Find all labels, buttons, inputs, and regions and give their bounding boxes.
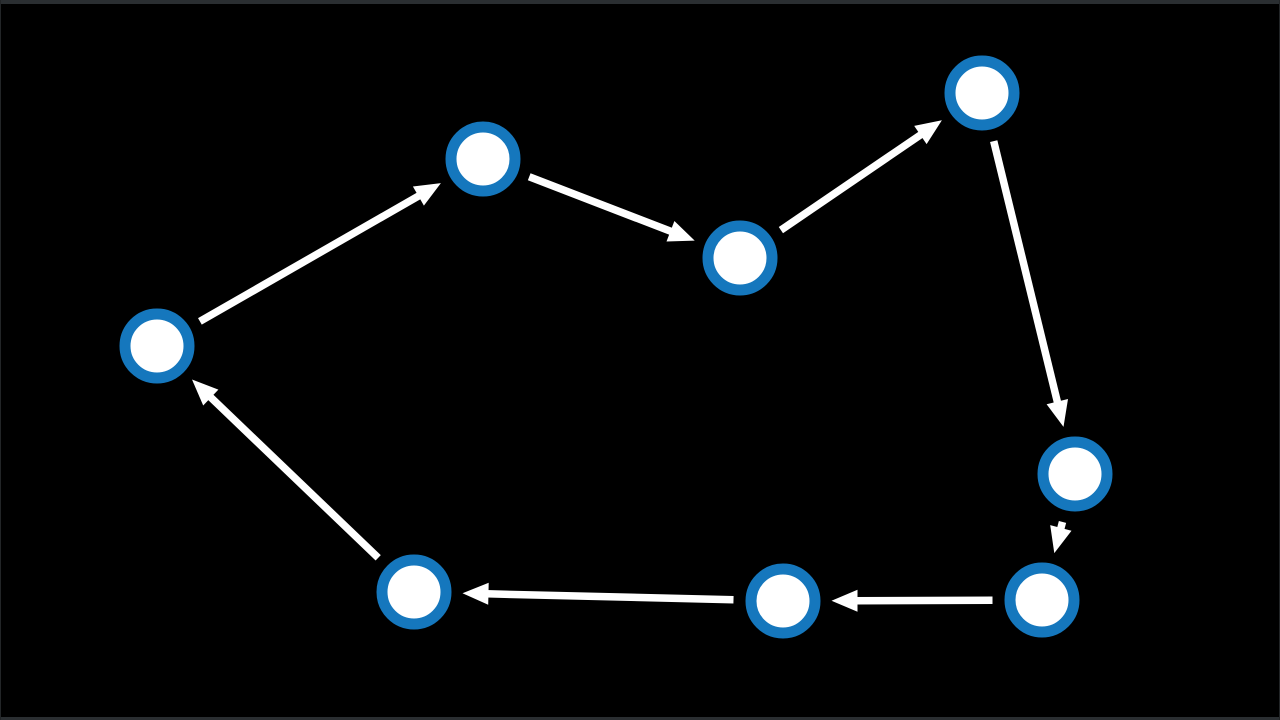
arrowhead-icon <box>412 183 441 206</box>
edge-node-1-to-node-2 <box>198 183 441 325</box>
graph-node-4 <box>944 55 1020 131</box>
graph-node-5 <box>1037 436 1113 512</box>
graph-node-2 <box>445 121 521 197</box>
graph-node-1 <box>119 308 195 384</box>
edge-node-4-to-node-5 <box>990 140 1068 427</box>
edge-shaft <box>778 130 925 234</box>
arrowhead-icon <box>462 582 489 605</box>
arrowhead-icon <box>914 120 942 145</box>
edge-shaft <box>855 596 993 605</box>
edge-node-3-to-node-4 <box>778 120 942 234</box>
edge-node-2-to-node-3 <box>527 173 695 242</box>
edge-shaft <box>486 590 734 604</box>
edge-shaft <box>198 191 422 325</box>
edge-node-7-to-node-8 <box>462 582 734 605</box>
arrowhead-icon <box>1046 399 1068 427</box>
arrowhead-icon <box>831 589 858 612</box>
graph-node-6 <box>1004 562 1080 638</box>
edge-shaft <box>206 393 381 561</box>
edge-node-6-to-node-7 <box>831 589 993 612</box>
graph-node-8 <box>376 554 452 630</box>
graph-node-7 <box>745 563 821 639</box>
arrowhead-icon <box>1050 525 1072 554</box>
arrowhead-icon <box>192 379 219 406</box>
letterbox-top <box>0 0 1280 4</box>
edge-shaft <box>527 173 674 236</box>
edge-strip-left <box>0 0 1 720</box>
edge-shaft <box>990 140 1062 405</box>
graph-node-3 <box>702 220 778 296</box>
arrowhead-icon <box>666 221 695 242</box>
letterbox-bottom <box>0 717 1280 720</box>
edge-node-5-to-node-6 <box>1050 520 1072 554</box>
edge-node-8-to-node-1 <box>192 379 381 561</box>
